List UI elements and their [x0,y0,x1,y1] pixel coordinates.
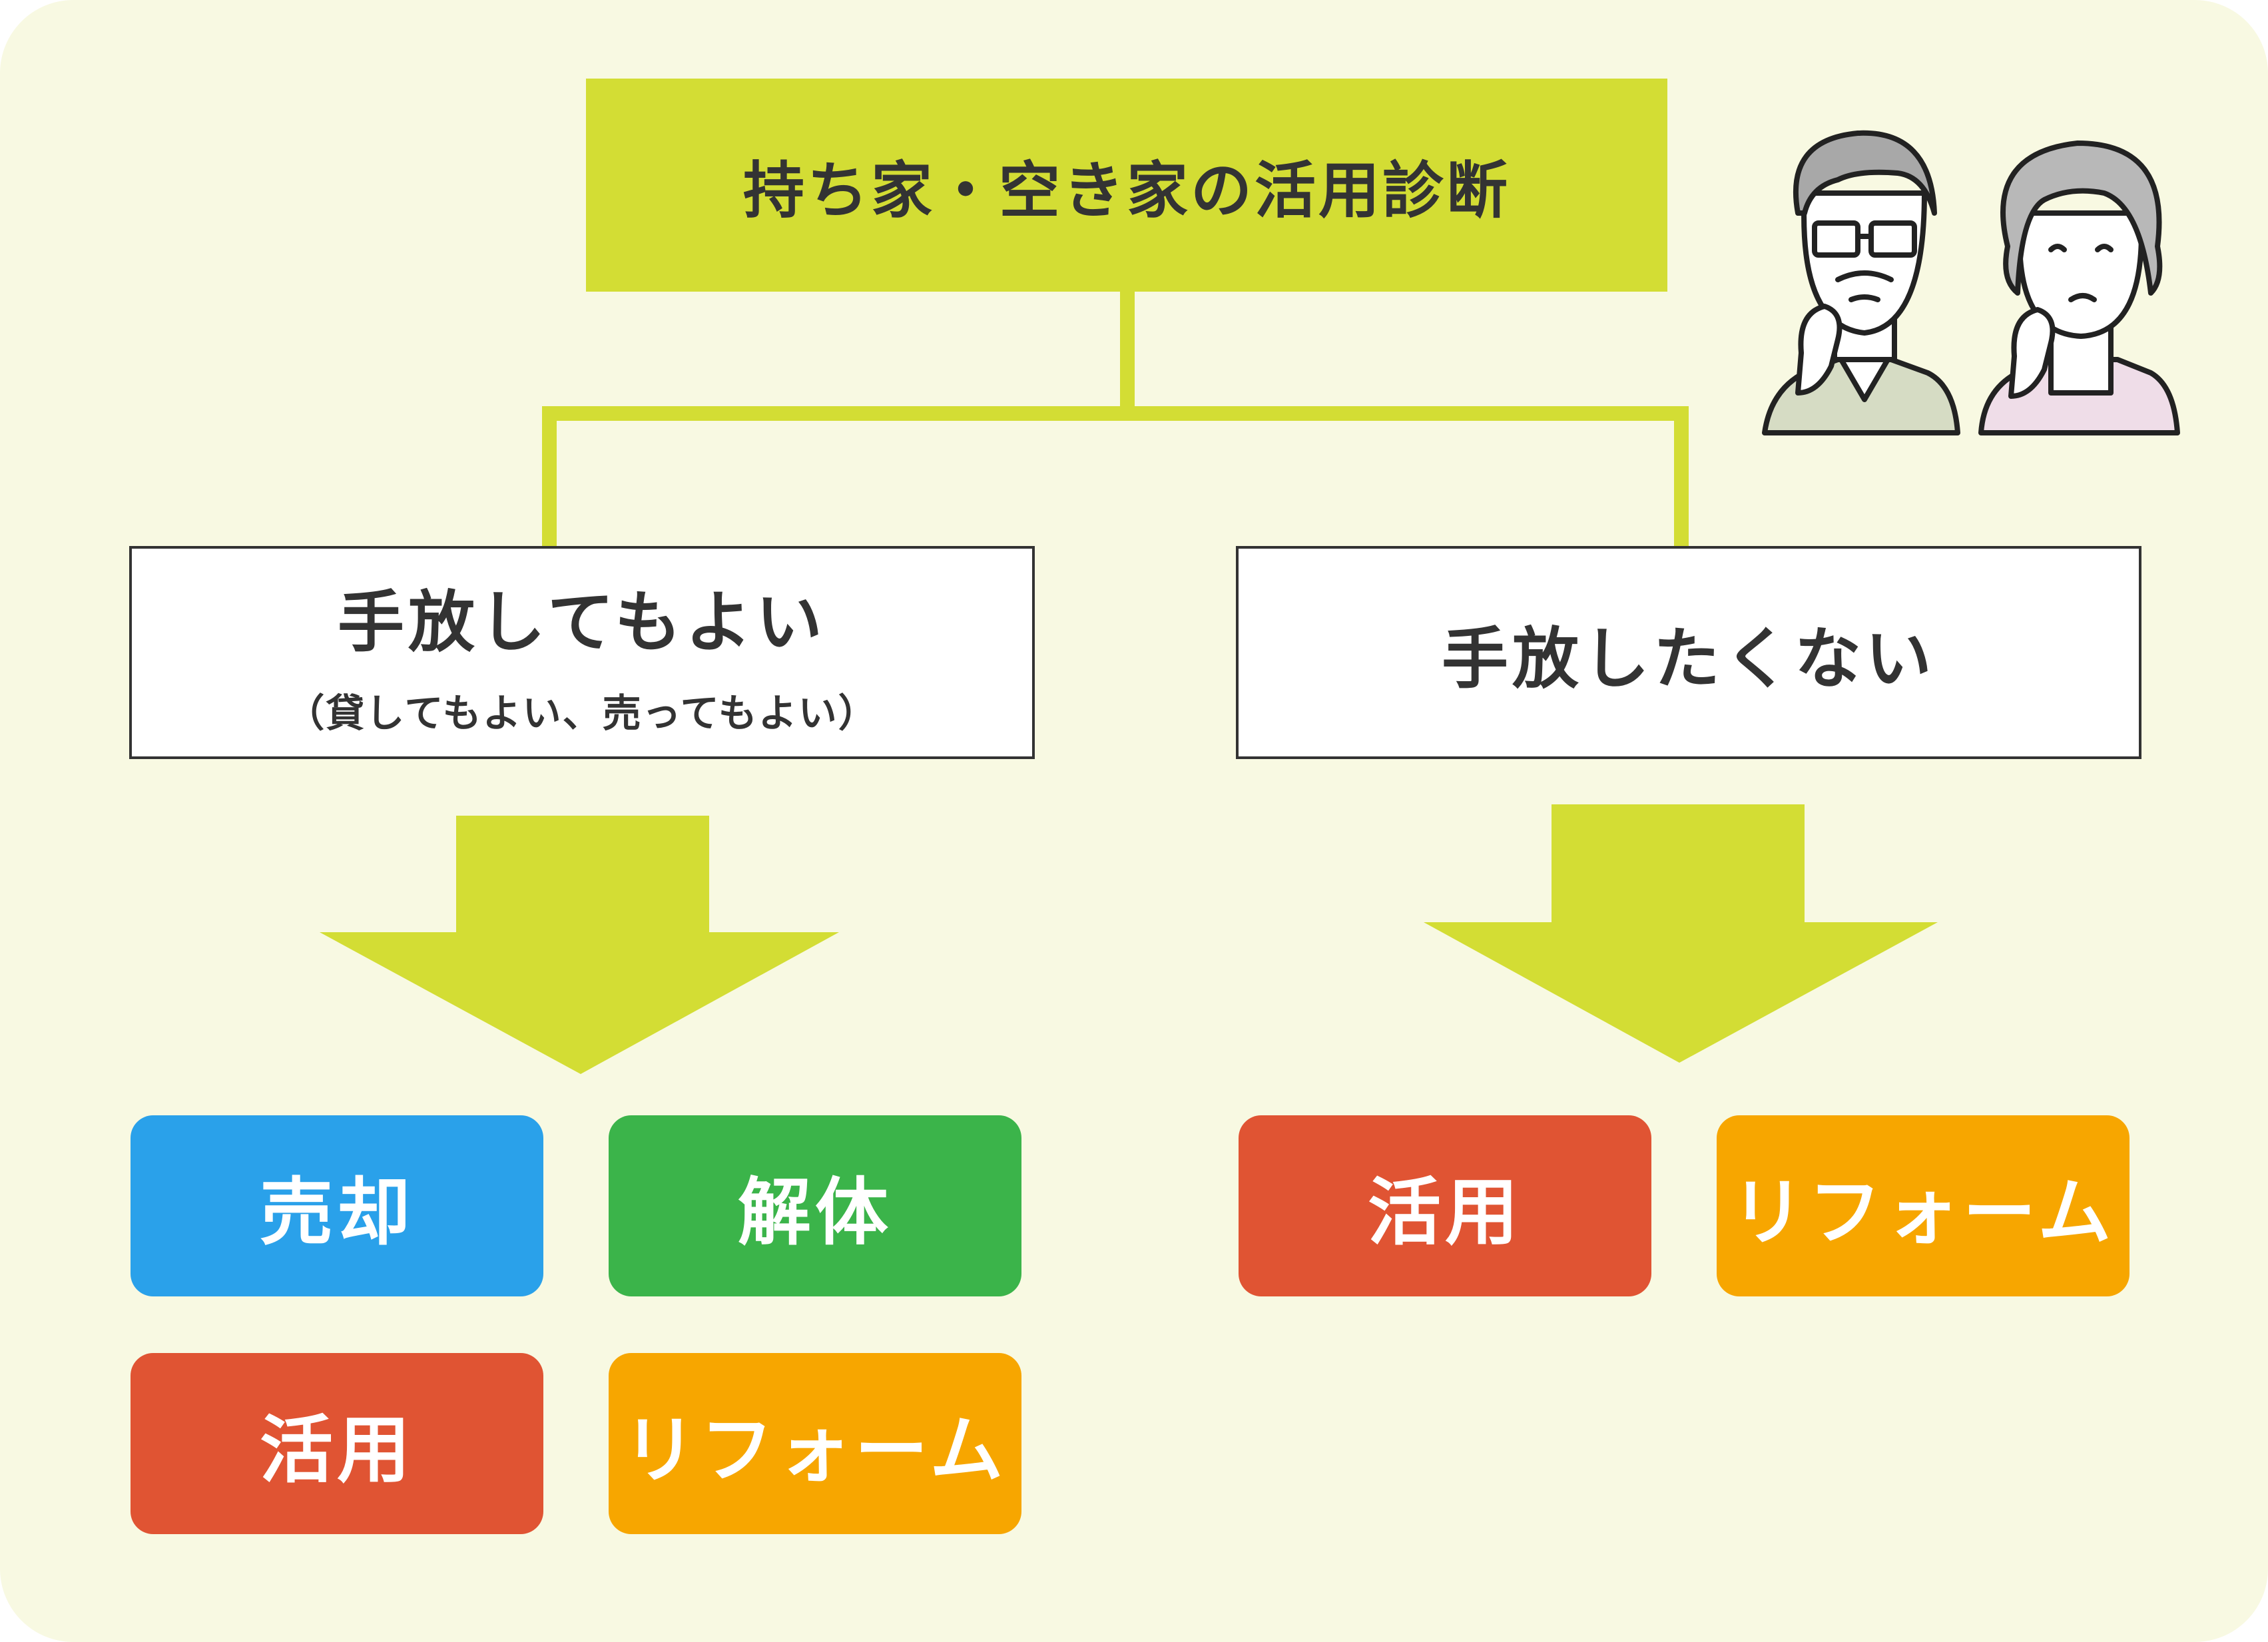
diagram-title: 持ち家・空き家の活用診断 [586,79,1667,292]
option-utilize-right-label: 活用 [1368,1170,1522,1255]
option-sell-label: 売却 [260,1170,414,1255]
option-utilize-left-label: 活用 [260,1408,414,1493]
option-utilize-right: 活用 [1239,1115,1651,1296]
connector-stem [1120,290,1135,410]
elderly-couple-thinking-icon [1762,130,2180,435]
arrow-down-right-icon [1424,804,1938,1063]
branch-keep-label: 手放したくない [1442,619,1936,698]
branch-let-go: 手放してもよい （貸してもよい、売ってもよい） [129,546,1035,759]
connector-bar [542,406,1689,421]
option-utilize-left: 活用 [131,1353,543,1534]
option-reform-left: リフォーム [609,1353,1021,1534]
option-reform-right-label: リフォーム [1731,1170,2116,1255]
arrow-down-left-icon [320,816,839,1074]
connector-right-drop [1674,406,1689,549]
option-demolish-label: 解体 [738,1170,892,1255]
connector-left-drop [542,406,557,549]
branch-let-go-label: 手放してもよい [338,583,826,661]
option-reform-left-label: リフォーム [623,1408,1007,1493]
branch-keep: 手放したくない [1236,546,2141,759]
option-sell: 売却 [131,1115,543,1296]
option-reform-right: リフォーム [1717,1115,2129,1296]
branch-let-go-sublabel: （貸してもよい、売ってもよい） [286,690,878,736]
option-demolish: 解体 [609,1115,1021,1296]
